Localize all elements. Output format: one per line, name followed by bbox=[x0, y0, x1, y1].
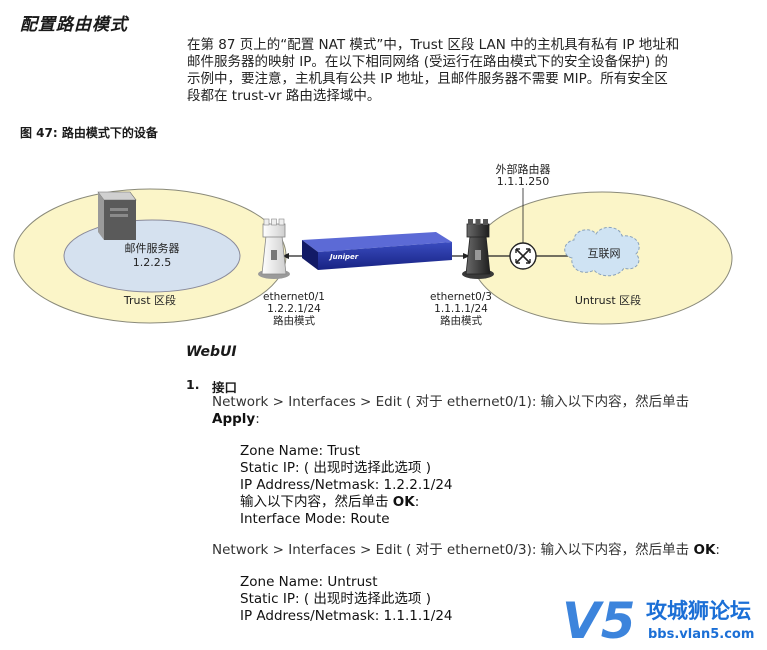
config-line: Zone Name: Trust bbox=[240, 443, 361, 459]
config-line: IP Address/Netmask: 1.1.1.1/24 bbox=[240, 608, 453, 624]
nav-instruction-1-action: Apply: bbox=[212, 411, 260, 428]
apply-button-label: Apply bbox=[212, 411, 256, 427]
nav-text: Network > Interfaces > Edit ( 对于 etherne… bbox=[212, 394, 690, 410]
router-label: 外部路由器 bbox=[496, 162, 551, 176]
config-line: Static IP: ( 出现时选择此选项 ) bbox=[240, 460, 431, 476]
config-line: Zone Name: Untrust bbox=[240, 574, 378, 590]
trust-zone-label: Trust 区段 bbox=[123, 293, 176, 307]
figure-caption: 图 47: 路由模式下的设备 bbox=[20, 126, 158, 140]
security-device-icon: Juniper bbox=[302, 232, 452, 270]
watermark-name: 攻城狮论坛 bbox=[646, 599, 751, 623]
nav-instruction-2: Network > Interfaces > Edit ( 对于 etherne… bbox=[212, 542, 720, 559]
server-icon bbox=[97, 191, 137, 240]
webui-heading: WebUI bbox=[186, 344, 237, 360]
router-icon bbox=[509, 242, 537, 270]
eth3-mode: 路由模式 bbox=[440, 314, 482, 327]
colon: : bbox=[414, 494, 420, 510]
ok-button-label: OK bbox=[693, 542, 716, 558]
intro-line: 段都在 trust-vr 路由选择域中。 bbox=[187, 88, 381, 104]
config-block-1: Zone Name: Trust Static IP: ( 出现时选择此选项 )… bbox=[240, 443, 453, 528]
watermark-mark: V5 bbox=[562, 592, 636, 650]
untrust-interface-tower-icon bbox=[462, 219, 494, 279]
intro-line: 在第 87 页上的“配置 NAT 模式”中，Trust 区段 LAN 中的主机具… bbox=[187, 37, 680, 53]
config-text: 输入以下内容，然后单击 bbox=[240, 494, 393, 510]
router-ip: 1.1.1.250 bbox=[497, 175, 549, 188]
eth3-name: ethernet0/3 bbox=[430, 291, 492, 303]
config-line: IP Address/Netmask: 1.2.2.1/24 bbox=[240, 477, 453, 493]
colon: : bbox=[255, 411, 260, 427]
nav-instruction-1: Network > Interfaces > Edit ( 对于 etherne… bbox=[212, 394, 689, 411]
mail-server-label: 邮件服务器 bbox=[125, 242, 180, 255]
watermark-url: bbs.vlan5.com bbox=[648, 627, 754, 642]
page-title: 配置路由模式 bbox=[20, 15, 128, 35]
network-diagram: Juniper 邮件服务器 1.2.2.5 Trust 区段 Untrust 区… bbox=[13, 162, 733, 327]
eth3-ip: 1.1.1.1/24 bbox=[434, 303, 488, 315]
step-title: 接口 bbox=[212, 380, 238, 395]
untrust-zone-label: Untrust 区段 bbox=[575, 293, 641, 307]
device-brand-label: Juniper bbox=[328, 253, 359, 261]
intro-paragraph: 在第 87 页上的“配置 NAT 模式”中，Trust 区段 LAN 中的主机具… bbox=[187, 37, 747, 105]
config-line: 输入以下内容，然后单击 OK: bbox=[240, 494, 453, 511]
nav-text: Network > Interfaces > Edit ( 对于 etherne… bbox=[212, 542, 694, 558]
internet-label: 互联网 bbox=[588, 247, 621, 260]
mail-server-ip: 1.2.2.5 bbox=[133, 256, 171, 269]
intro-line: 示例中，要注意，主机具有公共 IP 地址，且邮件服务器不需要 MIP。所有安全区 bbox=[187, 71, 668, 87]
trust-interface-tower-icon bbox=[258, 218, 290, 279]
config-block-2: Zone Name: Untrust Static IP: ( 出现时选择此选项… bbox=[240, 574, 453, 625]
eth1-ip: 1.2.2.1/24 bbox=[267, 303, 321, 315]
config-line: Interface Mode: Route bbox=[240, 511, 390, 527]
ok-button-label: OK bbox=[392, 494, 415, 510]
eth1-name: ethernet0/1 bbox=[263, 291, 325, 303]
eth1-mode: 路由模式 bbox=[273, 314, 315, 327]
intro-line: 邮件服务器的映射 IP。在以下相同网络 (受运行在路由模式下的安全设备保护) 的 bbox=[187, 54, 669, 70]
watermark-logo: V5 攻城狮论坛 bbs.vlan5.com bbox=[562, 592, 754, 650]
config-line: Static IP: ( 出现时选择此选项 ) bbox=[240, 591, 431, 607]
cloud-icon bbox=[564, 227, 640, 277]
step-number: 1. bbox=[186, 377, 200, 392]
colon: : bbox=[715, 542, 720, 558]
